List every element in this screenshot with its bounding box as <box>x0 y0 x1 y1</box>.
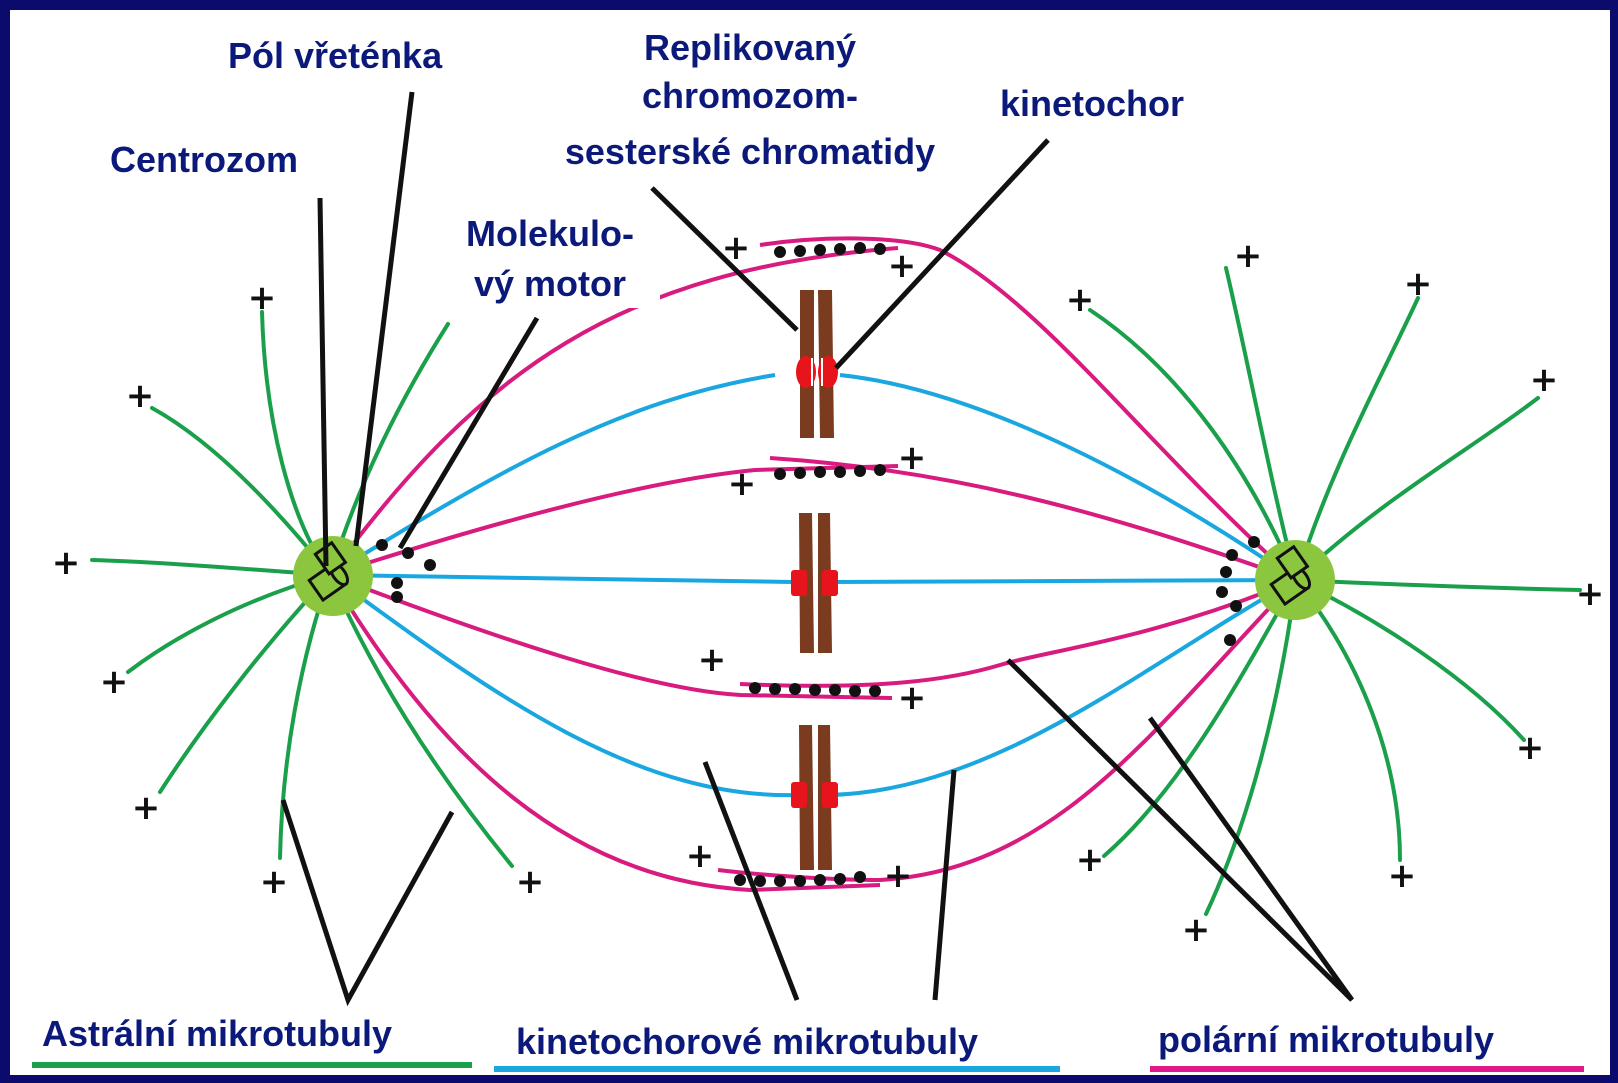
legend-polar-bar <box>1150 1066 1584 1072</box>
plus-end-sign: + <box>1530 360 1559 400</box>
chromosome-top <box>796 290 838 438</box>
legend-astral-label: Astrální mikrotubuly <box>42 1012 392 1056</box>
plus-end-sign: + <box>1182 910 1211 950</box>
centrosome-left <box>293 536 373 616</box>
plus-end-sign: + <box>686 836 715 876</box>
label-pol-vretenka: Pól vřeténka <box>228 32 442 80</box>
legend-astral-bar <box>32 1062 472 1068</box>
plus-end-sign: + <box>260 862 289 902</box>
legend-kinetochore-bar <box>494 1066 1060 1072</box>
plus-end-sign: + <box>52 543 81 583</box>
legend-kinetochore-label: kinetochorové mikrotubuly <box>516 1020 978 1064</box>
plus-end-sign: + <box>898 438 927 478</box>
plus-end-sign: + <box>698 640 727 680</box>
chromosome-bottom <box>791 725 838 870</box>
centrosome-right <box>1255 540 1335 620</box>
plus-end-sign: + <box>100 662 129 702</box>
plus-end-sign: + <box>1076 840 1105 880</box>
plus-end-sign: + <box>132 788 161 828</box>
plus-end-sign: + <box>516 862 545 902</box>
plus-end-sign: + <box>248 278 277 318</box>
label-centrozom: Centrozom <box>110 136 298 184</box>
plus-end-sign: + <box>884 856 913 896</box>
label-replikovany-line3: sesterské chromatidy <box>510 128 990 176</box>
plus-end-sign: + <box>126 376 155 416</box>
legend-polar-label: polární mikrotubuly <box>1158 1018 1494 1062</box>
plus-end-sign: + <box>1576 574 1605 614</box>
label-molekulovy-motor-line2: vý motor <box>440 260 660 308</box>
plus-end-sign: + <box>1388 856 1417 896</box>
chromosome-middle <box>791 513 838 653</box>
label-molekulovy-motor-line1: Molekulo- <box>440 210 660 258</box>
plus-end-sign: + <box>898 678 927 718</box>
plus-end-sign: + <box>888 246 917 286</box>
diagram-canvas: + + + + + + + + + + + + + + + + + + + + + + + + Pól vřeténka Ce… <box>10 10 1610 1075</box>
chromosomes <box>791 290 838 870</box>
label-kinetochor: kinetochor <box>1000 80 1184 128</box>
plus-end-sign: + <box>1516 728 1545 768</box>
plus-end-sign: + <box>728 464 757 504</box>
label-replikovany-line2: chromozom- <box>510 72 990 120</box>
plus-end-sign: + <box>1234 236 1263 276</box>
plus-end-sign: + <box>1404 264 1433 304</box>
plus-end-sign: + <box>1066 280 1095 320</box>
plus-end-sign: + <box>722 228 751 268</box>
label-replikovany-line1: Replikovaný <box>510 24 990 72</box>
